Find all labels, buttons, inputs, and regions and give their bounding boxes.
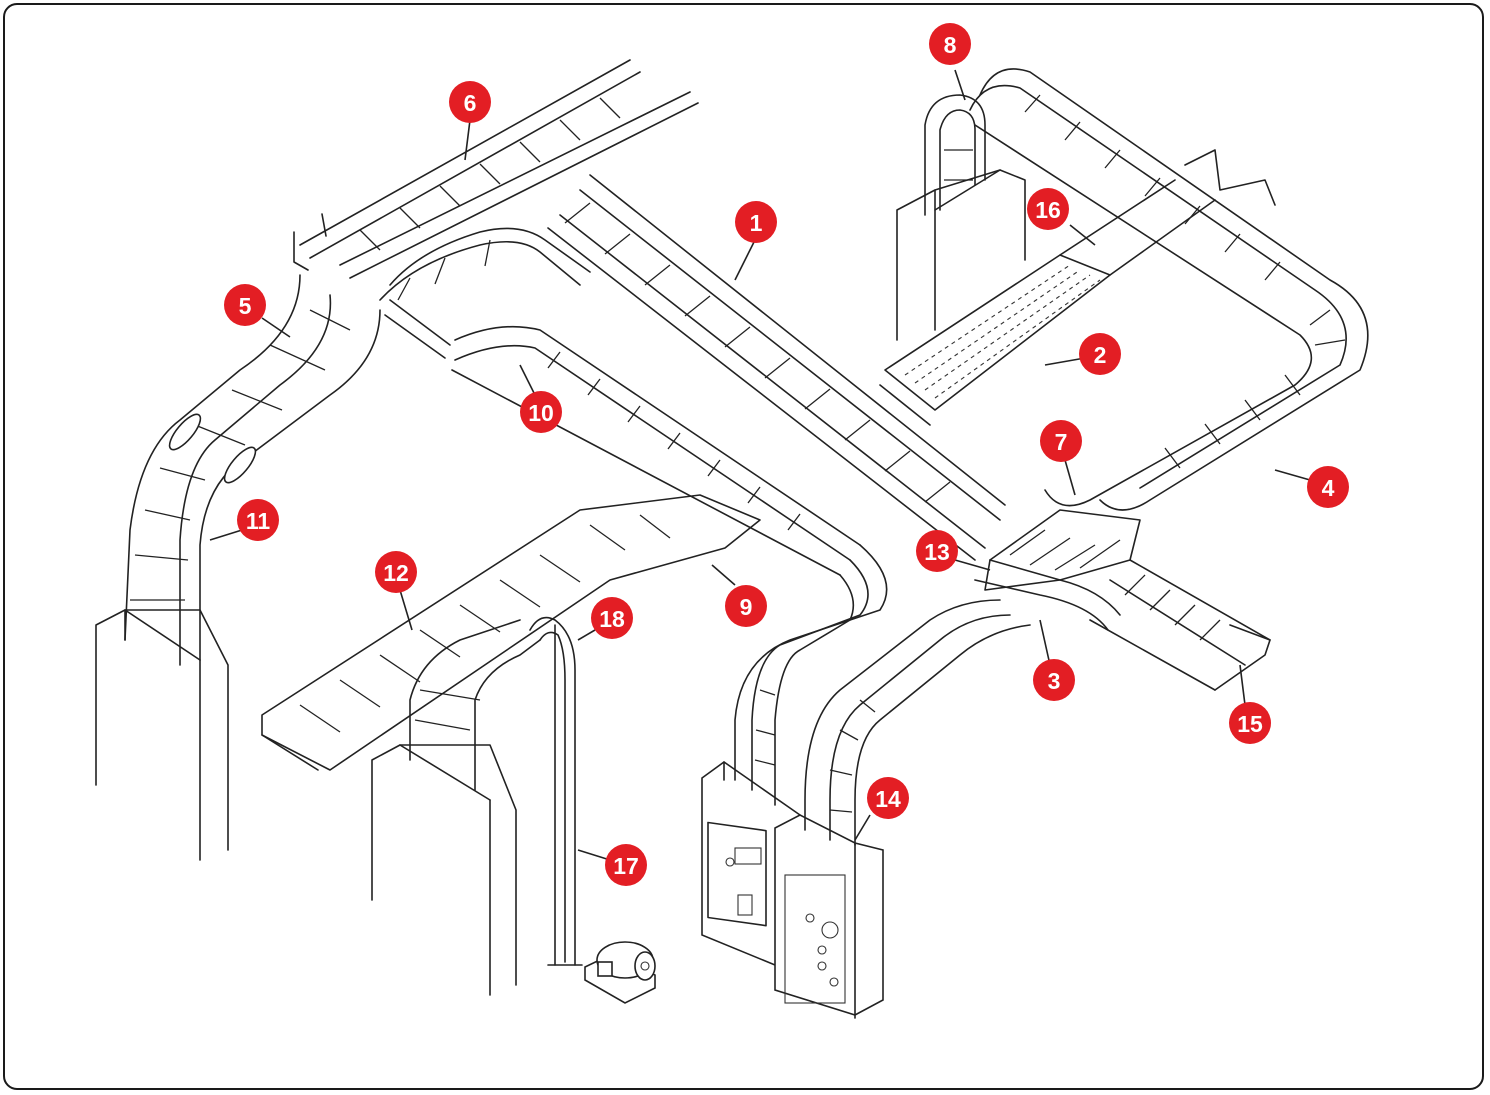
- straight-ladder-right: [1089, 559, 1271, 691]
- callout-marker: [375, 551, 417, 593]
- callout-7: 7: [1040, 420, 1082, 462]
- callout-12: 12: [375, 551, 417, 593]
- callout-number: 1: [750, 210, 763, 236]
- channel-riser: [529, 616, 583, 966]
- callout-number: 8: [944, 32, 957, 58]
- callout-number: 7: [1055, 429, 1068, 455]
- callout-marker: [520, 391, 562, 433]
- callout-2: 2: [1079, 333, 1121, 375]
- callout-10: 10: [520, 391, 562, 433]
- cross-junction: [984, 509, 1141, 591]
- vertical-bend-descent-right: [804, 559, 1121, 846]
- callout-number: 10: [528, 400, 554, 426]
- callout-marker: [1229, 702, 1271, 744]
- perforated-tray: [879, 254, 1111, 426]
- callout-marker: [1033, 659, 1075, 701]
- callout-6: 6: [449, 81, 491, 123]
- callout-13: 13: [916, 530, 958, 572]
- callout-number: 6: [464, 90, 477, 116]
- callout-number: 12: [383, 560, 409, 586]
- outer-loop-right: [969, 68, 1369, 511]
- vertical-riser-back: [924, 94, 986, 216]
- callout-marker: [1027, 188, 1069, 230]
- callout-number: 16: [1035, 197, 1061, 223]
- callout-marker: [224, 284, 266, 326]
- vertical-bend-descent-cabinet: [734, 544, 888, 806]
- callout-3: 3: [1033, 659, 1075, 701]
- vertical-bend-descent-left: [124, 274, 381, 666]
- callout-4: 4: [1307, 466, 1349, 508]
- callout-11: 11: [237, 499, 279, 541]
- callout-16: 16: [1027, 188, 1069, 230]
- vertical-riser-center: [409, 619, 541, 791]
- callout-marker: [1079, 333, 1121, 375]
- callout-marker: [1307, 466, 1349, 508]
- leader-lines: [209, 69, 1311, 861]
- left-pillar: [95, 609, 229, 861]
- callout-marker: [591, 597, 633, 639]
- callout-5: 5: [224, 284, 266, 326]
- callout-number: 4: [1322, 475, 1335, 501]
- inner-straight-tray: [451, 325, 861, 576]
- callout-number: 11: [246, 508, 271, 534]
- callout-number: 18: [599, 606, 625, 632]
- wide-ladder-tray: [261, 494, 761, 771]
- callout-marker: [929, 23, 971, 65]
- callout-number: 5: [239, 293, 252, 319]
- callout-14: 14: [867, 777, 909, 819]
- callout-marker: [916, 530, 958, 572]
- callout-marker: [725, 585, 767, 627]
- solid-bottom-tray: [1059, 149, 1276, 276]
- callout-17: 17: [605, 844, 647, 886]
- callout-9: 9: [725, 585, 767, 627]
- callout-marker: [605, 844, 647, 886]
- control-cabinet-right: [774, 814, 884, 1019]
- callout-marker: [1040, 420, 1082, 462]
- callout-18: 18: [591, 597, 633, 639]
- callout-15: 15: [1229, 702, 1271, 744]
- straight-ladder-main: [547, 174, 1006, 561]
- callout-marker: [449, 81, 491, 123]
- callout-1: 1: [735, 201, 777, 243]
- callout-marker: [735, 201, 777, 243]
- callout-8: 8: [929, 23, 971, 65]
- callout-number: 15: [1237, 711, 1263, 737]
- callout-number: 13: [924, 539, 950, 565]
- callout-number: 14: [875, 786, 901, 812]
- perforation-pattern: [904, 264, 1101, 399]
- straight-ladder-top-left: [293, 59, 699, 279]
- motor: [584, 941, 656, 1004]
- callout-marker: [237, 499, 279, 541]
- callout-marker: [867, 777, 909, 819]
- back-pillar: [896, 169, 1026, 341]
- callout-number: 3: [1048, 668, 1061, 694]
- inner-loop-tray: [379, 227, 591, 359]
- callout-number: 9: [740, 594, 753, 620]
- callout-number: 17: [613, 853, 639, 879]
- center-pillar: [371, 744, 517, 996]
- callout-number: 2: [1094, 342, 1107, 368]
